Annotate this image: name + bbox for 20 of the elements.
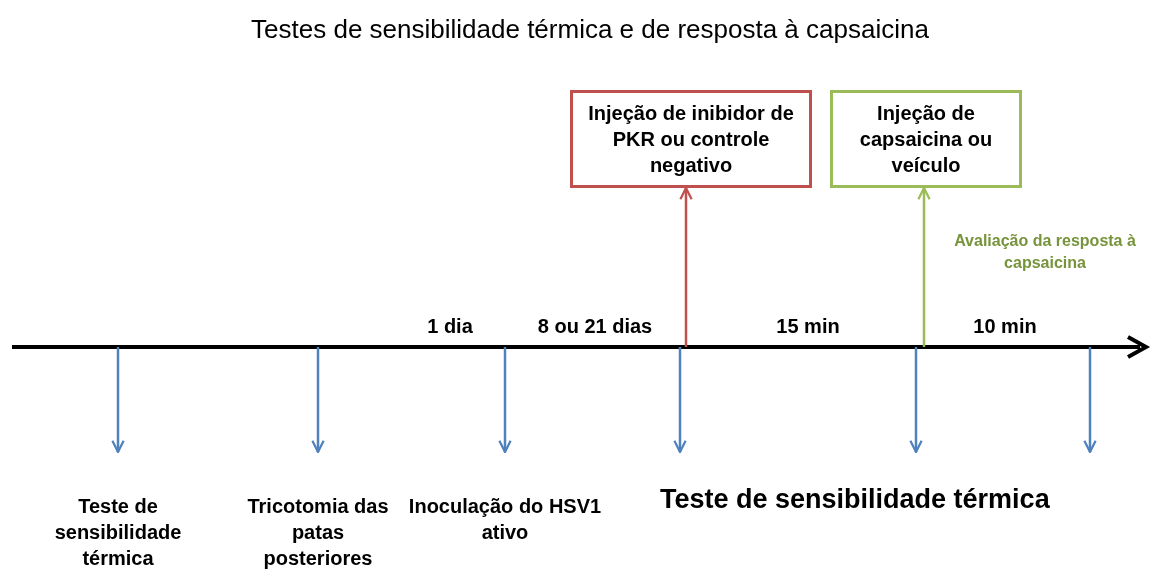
title: Testes de sensibilidade térmica e de resposta à capsaicina	[250, 14, 930, 45]
interval-label: 10 min	[973, 315, 1037, 338]
step-label: Teste de sensibilidade térmica	[28, 452, 208, 578]
arrow	[673, 347, 687, 454]
annotation: Avaliação da resposta à capsaicina	[953, 231, 1137, 274]
step-label: Teste de sensibilidade térmica	[660, 452, 1120, 518]
arrow	[909, 347, 923, 454]
event-box: Injeção de inibidor de PKR ou controle negativo	[570, 90, 812, 188]
interval-label: 8 ou 21 dias	[537, 315, 653, 338]
arrow	[679, 186, 693, 347]
arrow	[498, 347, 512, 454]
arrow	[1083, 347, 1097, 454]
interval-label: 15 min	[776, 315, 840, 338]
event-box: Injeção de capsaicina ou veículo	[830, 90, 1022, 188]
step-label: Tricotomia das patas posteriores	[238, 452, 398, 578]
arrow	[311, 347, 325, 454]
interval-label: 1 dia	[427, 315, 473, 338]
arrow	[111, 347, 125, 454]
step-label: Inoculação do HSV1 ativo	[405, 452, 605, 552]
arrow	[917, 186, 931, 347]
